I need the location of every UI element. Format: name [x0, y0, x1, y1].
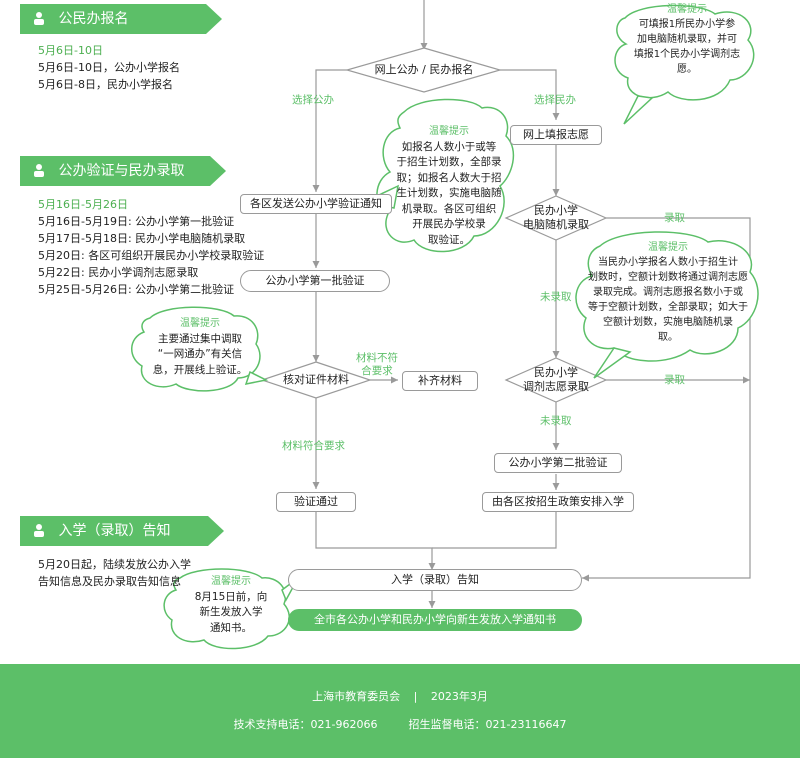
section-text-notice: 5月20日起，陆续发放公办入学 告知信息及民办录取告知信息: [38, 558, 191, 588]
section-text-verify: 5月16日-5月26日 5月16日-5月19日: 公办小学第一批验证 5月17日…: [38, 198, 265, 296]
section-title: 入学（录取）告知: [58, 523, 171, 539]
adjust-diamond: [504, 357, 608, 403]
node-public-first: 公办小学第一批验证: [240, 270, 390, 292]
node-district-notice: 各区发送公办小学验证通知: [240, 194, 392, 214]
section-title: 公民办报名: [58, 11, 129, 27]
tip-cloud-4: 温馨提示 主要通过集中调取 “一网通办”有关信 息，开展线上验证。: [152, 318, 248, 376]
node-admission-notice: 入学（录取）告知: [288, 569, 582, 591]
supervise-phone: 招生监督电话：021-23116647: [408, 718, 567, 731]
cloud-tip5: [163, 568, 290, 650]
node-final-notice: 全市各公办小学和民办小学向新生发放入学通知书: [288, 609, 582, 631]
check-docs-diamond: [260, 361, 372, 399]
footer-org-line: 上海市教育委员会 | 2023年3月: [312, 690, 488, 703]
cloud-tip1: [614, 4, 755, 101]
flowchart-connectors: [131, 0, 759, 650]
tip-cloud-2: 温馨提示 如报名人数小于或等 于招生计划数，全部录 取；如报名人数大于招 生计划…: [396, 126, 502, 246]
node-private-adjust: 民办小学 调剂志愿录取: [523, 366, 589, 393]
label-admitted-1: 录取: [664, 212, 685, 224]
label-not-admitted-2: 未录取: [540, 415, 572, 427]
label-not-admitted-1: 未录取: [540, 291, 572, 303]
random-diamond: [504, 195, 608, 241]
node-public-second: 公办小学第二批验证: [494, 453, 622, 473]
cloud-tip4: [131, 306, 261, 392]
label-choose-public: 选择公办: [292, 94, 334, 106]
user-icon: [32, 163, 46, 177]
node-private-random: 民办小学 电脑随机录取: [523, 204, 589, 231]
tip-cloud-1: 温馨提示 可填报1所民办小学参 加电脑随机录取，并可 填报1个民办小学调剂志 愿…: [633, 4, 741, 75]
node-verified: 验证通过: [276, 492, 356, 512]
node-online-register: 网上公办 / 民办报名: [374, 63, 474, 76]
label-admitted-2: 录取: [664, 374, 685, 386]
section-title: 公办验证与民办录取: [58, 163, 185, 179]
node-check-docs: 核对证件材料: [283, 373, 349, 386]
section-banner-notice: 入学（录取）告知: [20, 516, 224, 546]
user-icon: [32, 11, 46, 25]
footer-phone-line: 技术支持电话：021-962066 招生监督电话：021-23116647: [0, 716, 800, 732]
tip-cloud-3: 温馨提示 当民办小学报名人数小于招生计 划数时，空额计划数将通过调剂志愿 录取完…: [588, 242, 748, 343]
node-online-fill: 网上填报志愿: [510, 125, 602, 145]
label-docs-ok: 材料符合要求: [282, 440, 345, 452]
tech-support-phone: 技术支持电话：021-962066: [233, 718, 378, 731]
section-banner-register: 公民办报名: [20, 4, 222, 34]
register-diamond: [344, 47, 503, 93]
label-docs-fail: 材料不符 合要求: [356, 352, 398, 377]
node-supplement: 补齐材料: [402, 371, 478, 391]
user-icon: [32, 523, 46, 537]
section-banner-verify: 公办验证与民办录取: [20, 156, 226, 186]
tip-cloud-5: 温馨提示 8月15日前，向 新生发放入学 通知书。: [194, 576, 268, 634]
label-choose-private: 选择民办: [534, 94, 576, 106]
footer: 上海市教育委员会 | 2023年3月 技术支持电话：021-962066 招生监…: [0, 664, 800, 758]
cloud-tip3: [575, 231, 759, 362]
section-text-register: 5月6日-10日 5月6日-10日，公办小学报名 5月6日-8日，民办小学报名: [38, 44, 180, 91]
node-district-arrange: 由各区按招生政策安排入学: [482, 492, 634, 512]
cloud-tip2: [376, 98, 515, 253]
